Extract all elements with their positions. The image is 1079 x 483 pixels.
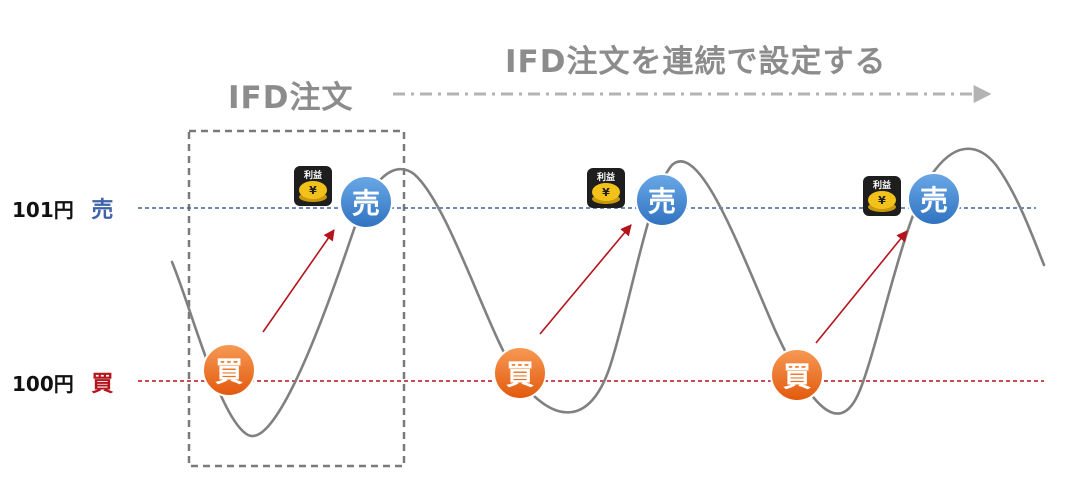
svg-text:買: 買: [215, 355, 243, 388]
svg-text:買: 買: [783, 360, 811, 393]
profit-coin-icon: 利益 ¥: [294, 166, 332, 206]
svg-text:利益: 利益: [872, 179, 891, 191]
profit-coin-icon: 利益 ¥: [587, 168, 625, 208]
ifd-order-label: IFD注文: [228, 80, 354, 116]
buy-level-label: 100円 買: [12, 366, 113, 398]
svg-text:¥: ¥: [309, 184, 317, 197]
svg-text:利益: 利益: [303, 169, 322, 181]
diagram-title: IFD注文を連続で設定する: [505, 44, 887, 80]
sell-price-text: 101円: [12, 198, 74, 222]
svg-text:売: 売: [352, 187, 380, 220]
svg-text:売: 売: [648, 185, 676, 218]
svg-text:¥: ¥: [878, 194, 886, 207]
buy-side-text: 買: [91, 372, 114, 397]
profit-coin-icon: 利益 ¥: [863, 176, 901, 216]
sell-side-text: 売: [91, 198, 114, 223]
svg-text:買: 買: [506, 358, 534, 391]
buy-marker: 買: [493, 346, 547, 400]
buy-marker: 買: [770, 348, 824, 402]
buy-marker: 買: [202, 343, 256, 397]
svg-text:売: 売: [920, 184, 948, 217]
sell-marker: 売: [907, 172, 961, 226]
sell-marker: 売: [635, 173, 689, 227]
buy-price-text: 100円: [12, 372, 74, 396]
trade-arrow-1: [262, 229, 335, 333]
svg-text:利益: 利益: [596, 171, 615, 183]
sell-marker: 売: [339, 175, 393, 229]
svg-text:¥: ¥: [602, 186, 610, 199]
sell-level-label: 101円 売: [12, 192, 113, 224]
trade-arrow-2: [539, 224, 632, 335]
trade-arrow-3: [815, 230, 908, 344]
